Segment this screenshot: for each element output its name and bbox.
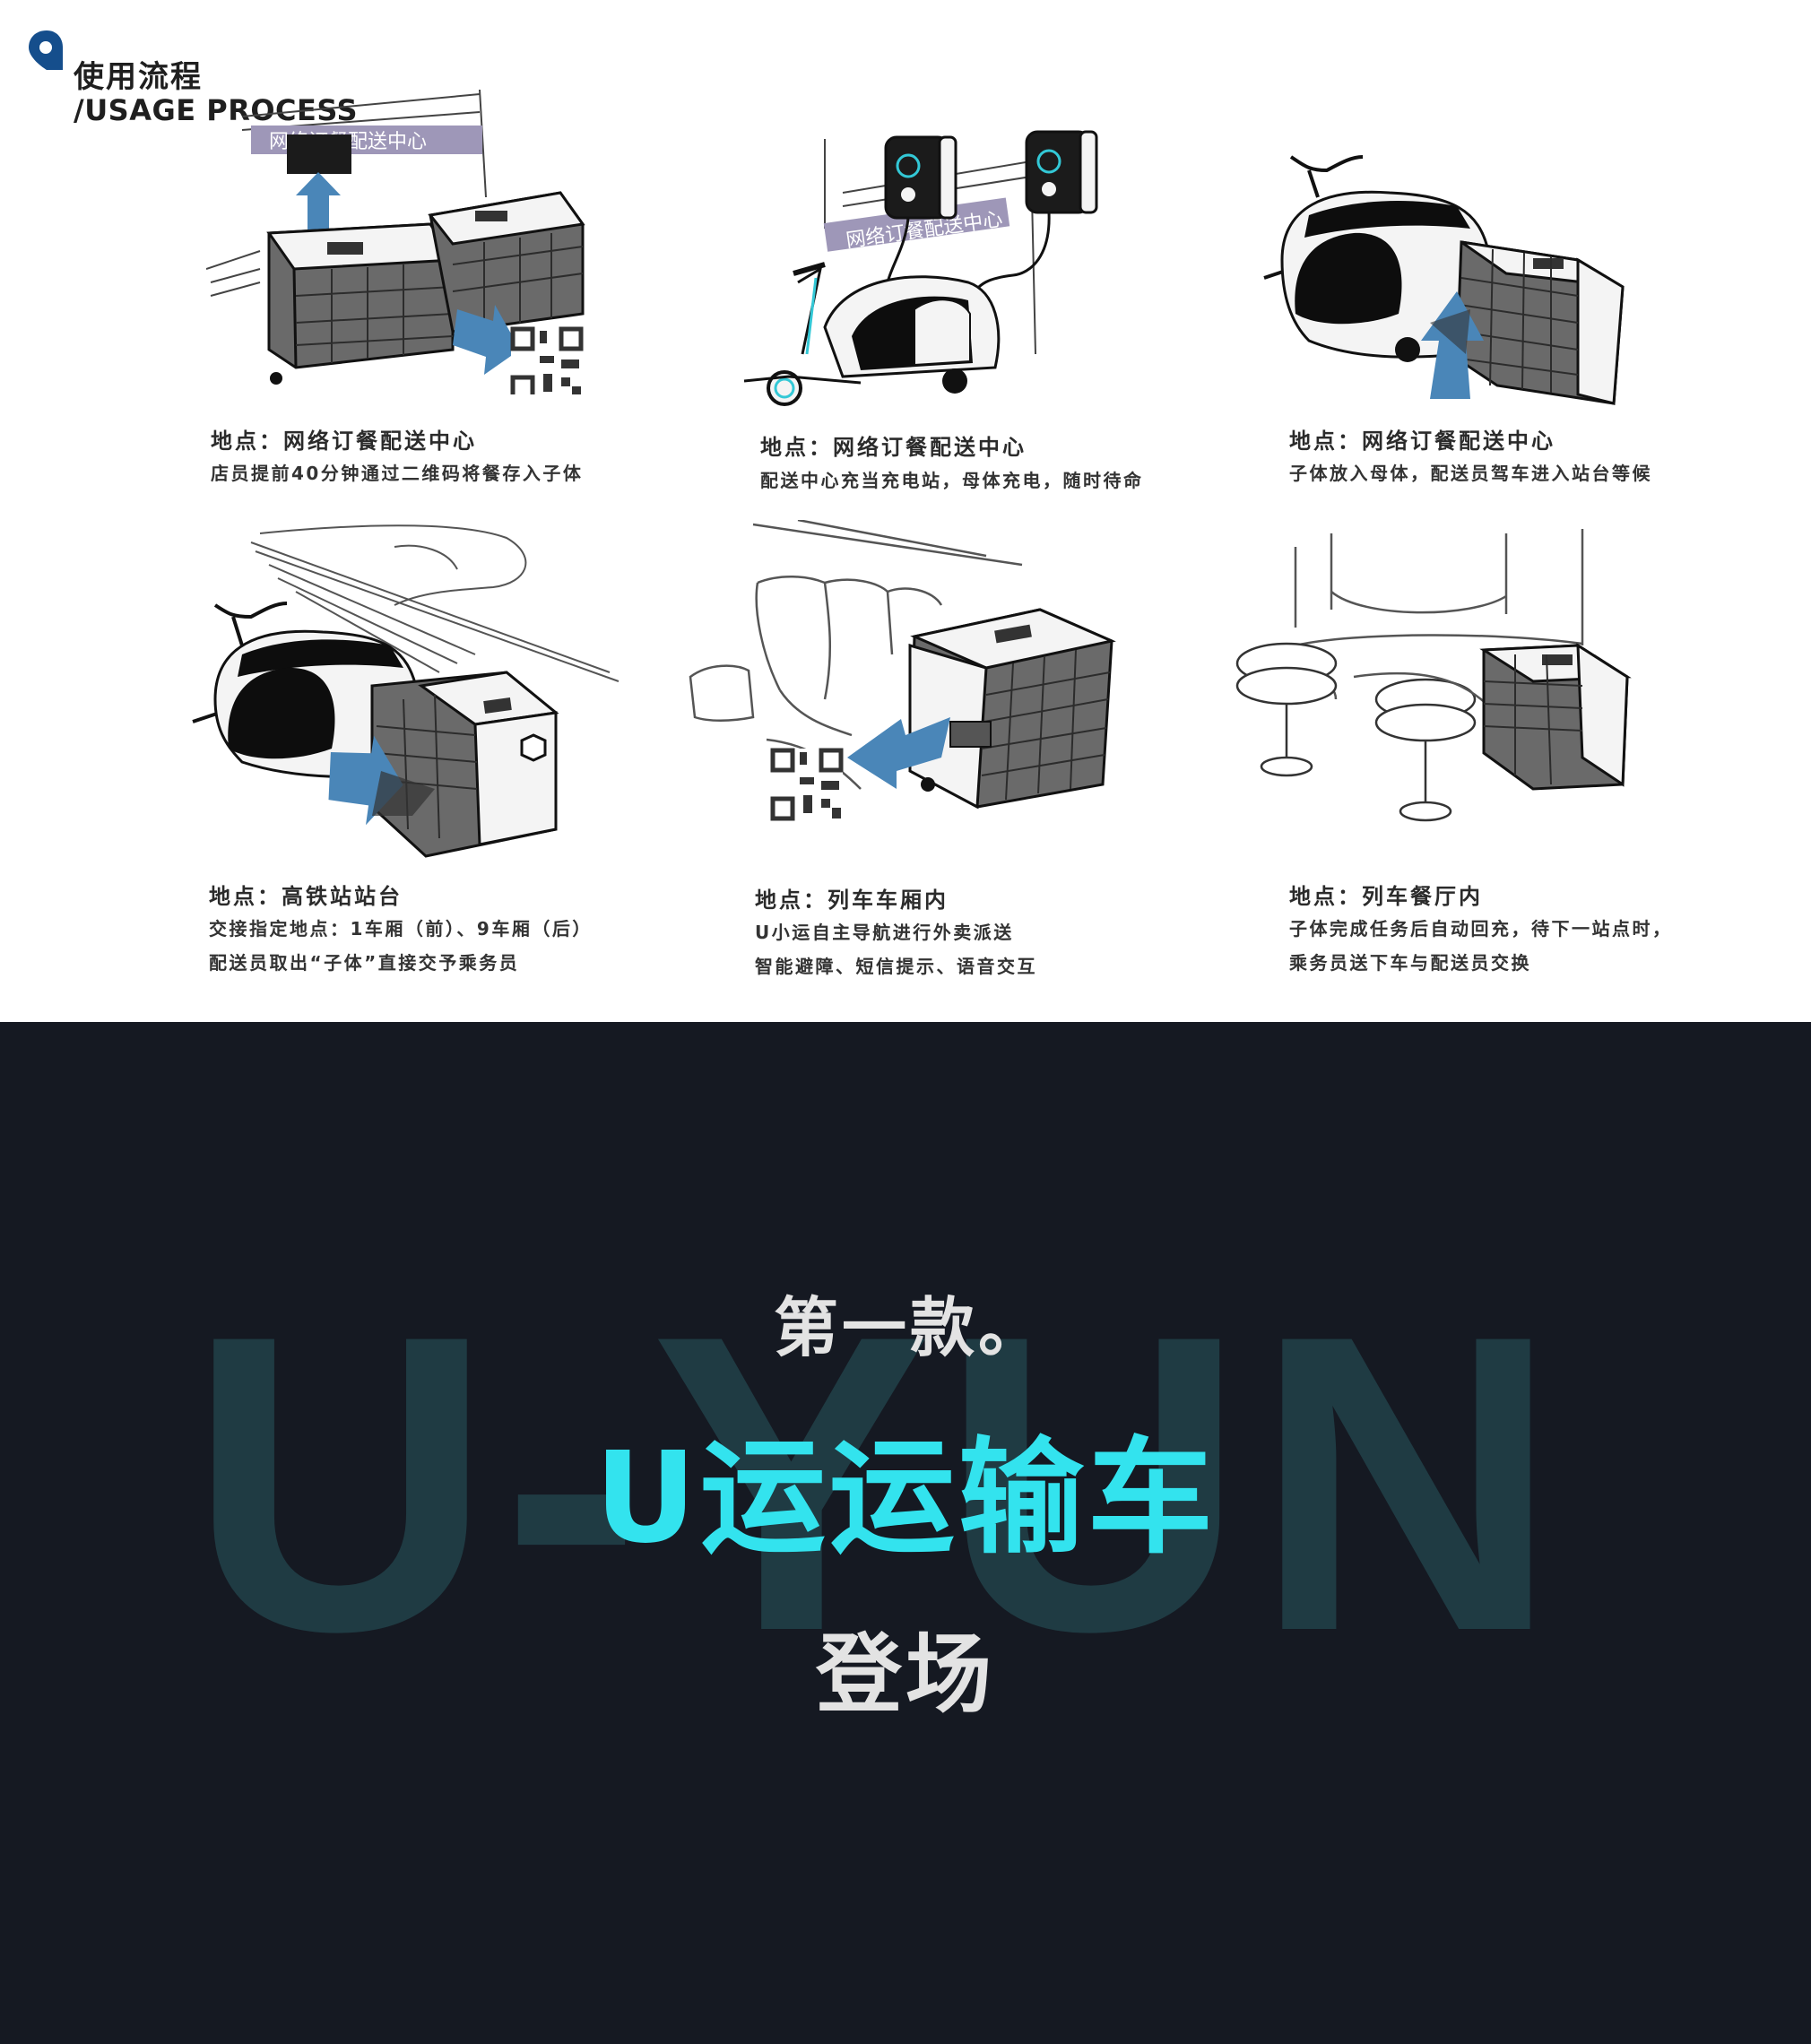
step-4-description-2: 配送员取出“子体”直接交予乘务员 <box>209 952 520 974</box>
location-pin-icon <box>29 30 63 70</box>
step-5-location: 地点：列车车厢内 <box>755 888 949 913</box>
step-5-description-2: 智能避障、短信提示、语音交互 <box>755 956 1037 977</box>
step-2-location: 地点：网络订餐配送中心 <box>760 435 1027 460</box>
display-screen <box>287 134 351 174</box>
step-1: 网络订餐配送中心 <box>206 90 601 484</box>
step-6-description-2: 乘务员送下车与配送员交换 <box>1289 952 1531 974</box>
step-2: 网络订餐配送中心 <box>735 121 1165 498</box>
step-3: 地点：网络订餐配送中心 子体放入母体，配送员驾车进入站台等候 <box>1255 143 1721 493</box>
step-6-description-1: 子体完成任务后自动回充，待下一站点时， <box>1289 918 1673 940</box>
storage-box <box>908 608 1116 810</box>
step-4-illustration <box>192 524 620 858</box>
hero-section: U-YUN 第一款。 U运运输车 登场 <box>0 1022 1811 2044</box>
qr-code-icon <box>510 326 584 394</box>
charging-station-left <box>884 135 957 220</box>
storage-box <box>1479 643 1632 791</box>
section-title: 使用流程 <box>74 59 203 95</box>
step-3-location: 地点：网络订餐配送中心 <box>1289 429 1555 454</box>
step-5: 地点：列车车厢内 U小运自主导航进行外卖派送 智能避障、短信提示、语音交互 <box>681 520 1165 986</box>
step-1-description: 店员提前40分钟通过二维码将餐存入子体 <box>211 463 584 484</box>
step-1-location: 地点：网络订餐配送中心 <box>211 429 477 454</box>
dining-table-right <box>1374 678 1477 822</box>
delivery-scooter <box>743 262 1001 406</box>
dining-table-left <box>1235 642 1338 777</box>
step-3-illustration <box>1263 155 1625 405</box>
hero-intro: 第一款。 <box>773 1290 1046 1365</box>
train-seats <box>689 520 1023 790</box>
blue-arrow-icon <box>296 172 341 240</box>
step-5-description-1: U小运自主导航进行外卖派送 <box>755 922 1014 943</box>
hero-debut: 登场 <box>816 1624 995 1725</box>
step-2-illustration: 网络订餐配送中心 <box>743 130 1098 406</box>
step-6-location: 地点：列车餐厅内 <box>1289 884 1483 909</box>
step-4-location: 地点：高铁站站台 <box>209 884 403 909</box>
storage-box <box>370 671 559 858</box>
step-4-description-1: 交接指定地点：1车厢（前）、9车厢（后） <box>209 918 593 940</box>
step-3-description: 子体放入母体，配送员驾车进入站台等候 <box>1289 463 1652 484</box>
blue-arrow-icon <box>847 717 950 789</box>
step-6: 地点：列车餐厅内 子体完成任务后自动回充，待下一站点时， 乘务员送下车与配送员交… <box>1228 520 1730 986</box>
brand-watermark: U-YUN <box>188 1248 1568 1719</box>
storage-box <box>1455 240 1625 405</box>
hero-product-name: U运运输车 <box>594 1425 1217 1572</box>
step-4: 地点：高铁站站台 交接指定地点：1车厢（前）、9车厢（后） 配送员取出“子体”直… <box>188 520 654 986</box>
step-1-illustration: 网络订餐配送中心 <box>206 90 585 394</box>
step-5-illustration <box>689 520 1116 821</box>
charging-station-right <box>1025 130 1098 214</box>
high-speed-train <box>250 524 620 682</box>
blue-arrow-icon <box>453 305 520 375</box>
qr-code-icon <box>770 748 844 821</box>
usage-process-section: 使用流程 /USAGE PROCESS 网络订餐配送中心 <box>29 30 1730 986</box>
storage-box <box>266 191 585 385</box>
step-6-illustration <box>1235 529 1632 822</box>
step-2-description: 配送中心充当充电站，母体充电，随时待命 <box>760 470 1144 491</box>
